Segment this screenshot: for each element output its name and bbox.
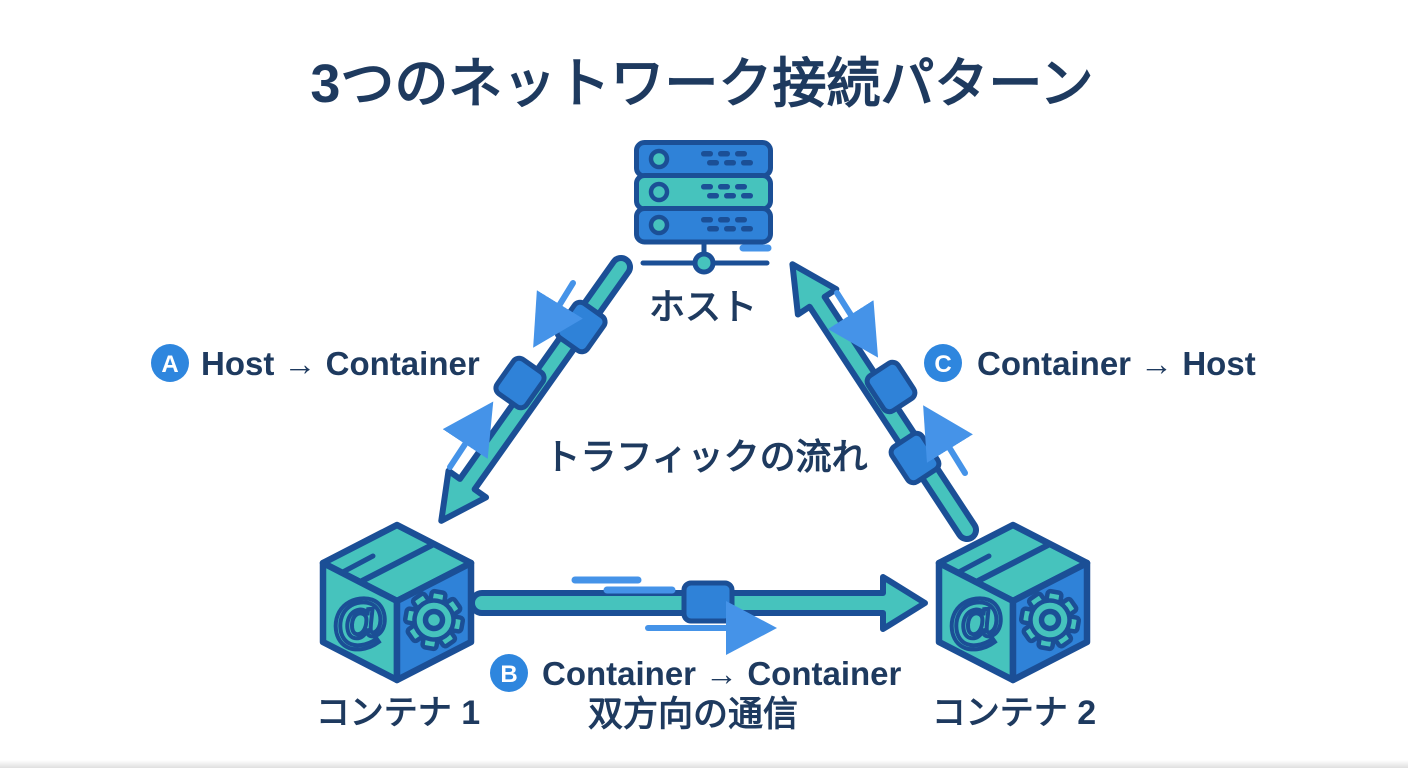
container1-box-icon: @ (319, 521, 475, 684)
packet-icon (681, 580, 735, 624)
pattern-b-badge (490, 654, 528, 692)
pattern-b-label: Container → Container (542, 655, 902, 692)
packet-icon (493, 355, 547, 411)
packet-icon (864, 359, 918, 415)
pattern-c-badge-letter: C (934, 351, 951, 378)
pattern-b-badge-letter: B (500, 661, 517, 688)
flow-arrow-icon (923, 405, 973, 476)
pattern-c-label: Container → Host (977, 345, 1256, 382)
pattern-a-badge-letter: A (161, 351, 178, 378)
host-label: ホスト (649, 286, 757, 327)
pattern-a-badge (151, 344, 189, 382)
container2-box-icon: @ (935, 521, 1091, 684)
page-title: 3つのネットワーク接続パターン (310, 54, 1093, 114)
pattern-c-badge (924, 344, 962, 382)
at-icon: @ (944, 585, 1008, 656)
flow-arrow-icon (827, 290, 879, 358)
gear-icon (1018, 588, 1082, 652)
at-icon: @ (328, 585, 392, 656)
pattern-c-legend: C Container → Host (924, 344, 1256, 382)
pattern-b-sublabel: 双方向の通信 (588, 695, 798, 734)
flow-arrow-icon (533, 280, 583, 348)
pattern-a-label: Host → Container (201, 345, 480, 382)
gear-icon (402, 588, 466, 652)
container2-label: コンテナ 2 (932, 694, 1096, 732)
bottom-vignette (0, 760, 1408, 768)
pattern-b-legend: B Container → Container 双方向の通信 (490, 654, 902, 734)
pattern-a-legend: A Host → Container (151, 344, 480, 382)
server-icon (634, 140, 773, 275)
container1-label: コンテナ 1 (316, 694, 480, 732)
flow-arrow-icon (442, 401, 494, 470)
traffic-flow-caption: トラフィックの流れ (544, 436, 867, 477)
